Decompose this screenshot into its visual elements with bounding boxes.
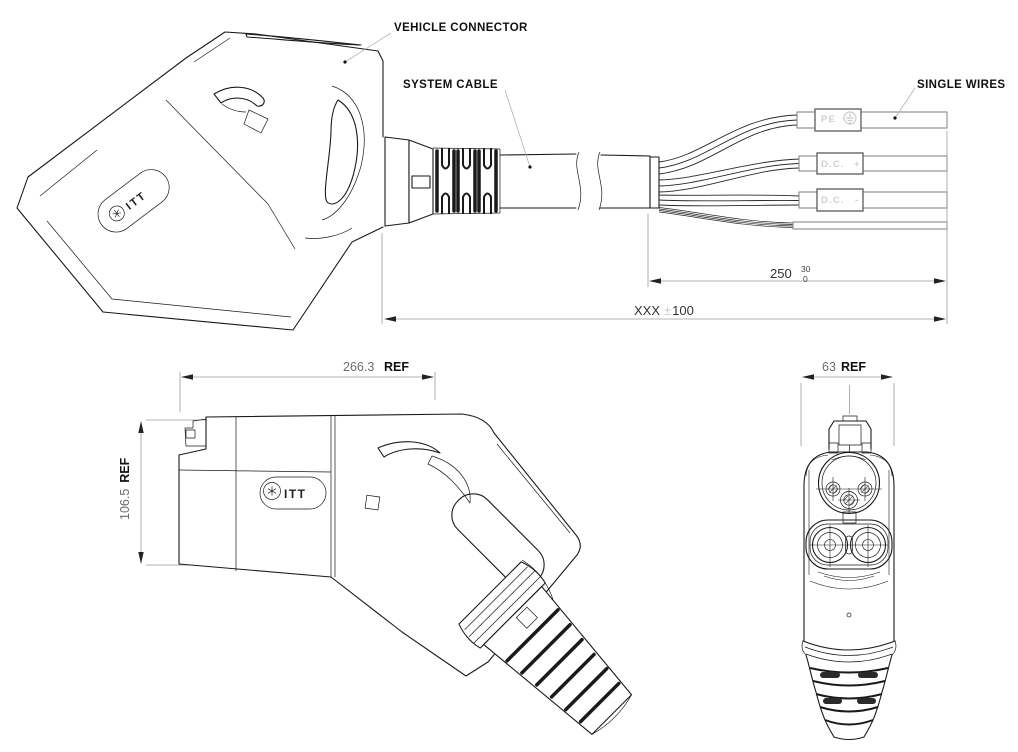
latch-front [828,415,872,454]
dim-length-ref: REF [384,360,409,374]
dim-250-value: 250 [770,266,792,281]
dc-minus-label: D.C. [821,195,845,206]
system-cable [499,151,660,211]
callout-system-cable: SYSTEM CABLE [403,79,498,91]
wire-dc-minus: D.C. - [798,188,948,212]
pe-marker-label: PE [821,114,836,125]
itt-emblem-icon [267,486,277,496]
signal-wire [792,221,948,230]
side-view: 266.3 REF 106.5REF [118,360,633,735]
itt-logo-side: ITT [259,476,327,510]
callout-single-wires: SINGLE WIRES [917,79,1006,91]
gland-clip [411,175,431,189]
cable-gland [384,136,501,227]
single-wires: PE D.C. + D.C. - [792,108,948,230]
dim-length-value: 266.3 [343,360,374,374]
boot-clip [515,606,538,629]
dc-contact-section [805,519,893,570]
front-boot [801,640,897,741]
screw-dot [846,612,852,618]
front-view-dimensions: 63 REF [800,360,895,446]
connector-front-face [801,415,897,741]
dim-width-ref: REF [841,360,866,374]
dim-height: 106.5REF [118,457,132,520]
cable-end-collar [649,156,660,209]
latch-button [364,494,381,511]
vehicle-connector-body: ITT [16,31,384,331]
dim-overall: XXX±100 [634,303,694,318]
itt-logo-text: ITT [284,487,307,501]
wire-pe: PE [796,108,948,132]
dc-plus-label: D.C. [821,159,845,170]
dc-plus-marker-band [816,152,864,175]
gland-ribs [435,148,498,214]
connector-side-profile: ITT [178,413,633,735]
dim-250-tol-lower: 0 [803,274,808,284]
earth-ground-icon [843,111,857,125]
top-view-dimensions: 250 30 0 XXX±100 [381,131,948,324]
dim-250-tol-upper: 30 [801,264,811,274]
itt-emblem-icon [112,209,122,218]
dim-width-value: 63 [822,360,836,374]
ac-contact-section [816,451,882,515]
callouts: VEHICLE CONNECTOR SYSTEM CABLE SINGLE WI… [343,22,1005,169]
wire-fanout [658,114,800,228]
front-view: 63 REF [800,360,897,741]
callout-vehicle-connector: VEHICLE CONNECTOR [394,22,528,34]
dc-minus-sign: - [855,195,859,206]
dc-minus-marker-band [816,188,864,212]
cable-boot [458,561,633,735]
top-assembly-view: ITT [16,22,1005,331]
side-view-dimensions: 266.3 REF 106.5REF [118,360,436,566]
wire-dc-plus: D.C. + [798,152,948,175]
dc-plus-sign: + [854,159,861,170]
